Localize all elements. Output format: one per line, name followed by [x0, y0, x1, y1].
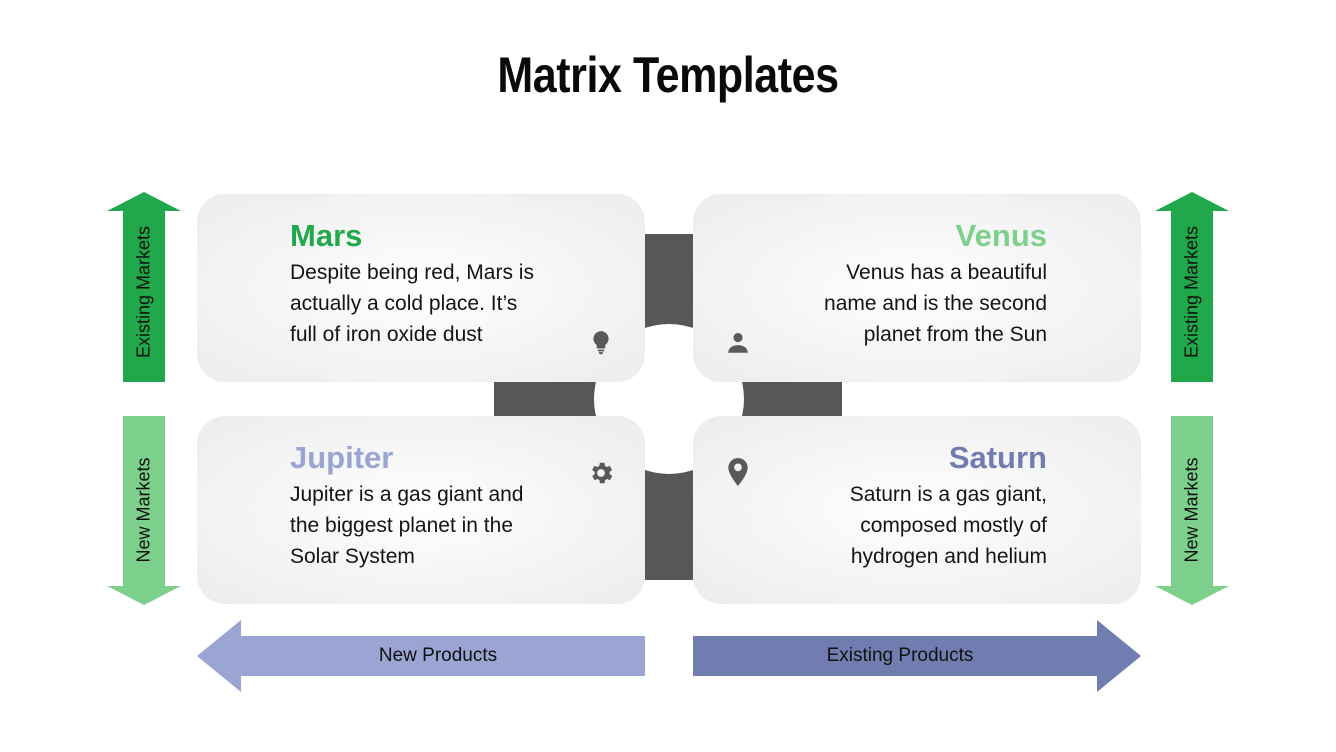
description-line: composed mostly of — [860, 514, 1047, 537]
arrow-existing-products: Existing Products — [693, 620, 1141, 692]
quadrant-card-venus: Venus Venus has a beautiful name and is … — [693, 194, 1141, 382]
gear-icon — [587, 459, 615, 487]
quadrant-heading: Mars — [290, 218, 363, 253]
description-line: Solar System — [290, 545, 415, 568]
arrow-existing-markets-left: Existing Markets — [107, 192, 181, 382]
quadrant-heading: Jupiter — [290, 440, 394, 475]
description-line: Despite being red, Mars is — [290, 261, 534, 284]
arrow-new-products: New Products — [197, 620, 645, 692]
description-line: Jupiter is a gas giant and — [290, 483, 524, 506]
quadrant-heading: Saturn — [948, 440, 1047, 475]
lightbulb-icon — [588, 329, 614, 355]
user-icon — [725, 330, 751, 356]
axis-label: Existing Markets — [133, 225, 154, 359]
arrow-existing-markets-right: Existing Markets — [1155, 192, 1229, 382]
description-line: full of iron oxide dust — [290, 323, 483, 346]
description-line: Saturn is a gas giant, — [849, 483, 1047, 506]
description-line: the biggest planet in the — [290, 514, 514, 537]
quadrant-card-mars: Mars Despite being red, Mars is actually… — [197, 194, 645, 382]
axis-label: Existing Markets — [1181, 225, 1202, 359]
quadrant-description: Jupiter is a gas giant and the biggest p… — [290, 479, 523, 572]
description-line: Venus has a beautiful — [846, 261, 1047, 284]
quadrant-description: Despite being red, Mars is actually a co… — [290, 257, 534, 350]
location-pin-icon — [725, 457, 751, 487]
quadrant-card-jupiter: Jupiter Jupiter is a gas giant and the b… — [197, 416, 645, 604]
quadrant-heading: Venus — [955, 218, 1047, 253]
description-line: actually a cold place. It’s — [290, 292, 518, 315]
axis-label: New Markets — [1181, 457, 1202, 563]
quadrant-card-saturn: Saturn Saturn is a gas giant, composed m… — [693, 416, 1141, 604]
description-line: hydrogen and helium — [850, 545, 1047, 568]
arrow-new-markets-left: New Markets — [107, 416, 181, 605]
axis-label: New Products — [378, 645, 498, 666]
arrow-new-markets-right: New Markets — [1155, 416, 1229, 605]
description-line: name and is the second — [824, 292, 1047, 315]
axis-label: Existing Products — [826, 645, 974, 666]
quadrant-description: Saturn is a gas giant, composed mostly o… — [850, 479, 1047, 572]
page-title: Matrix Templates — [497, 47, 839, 103]
axis-label: New Markets — [133, 457, 154, 563]
description-line: planet from the Sun — [863, 323, 1047, 346]
quadrant-description: Venus has a beautiful name and is the se… — [824, 257, 1047, 350]
